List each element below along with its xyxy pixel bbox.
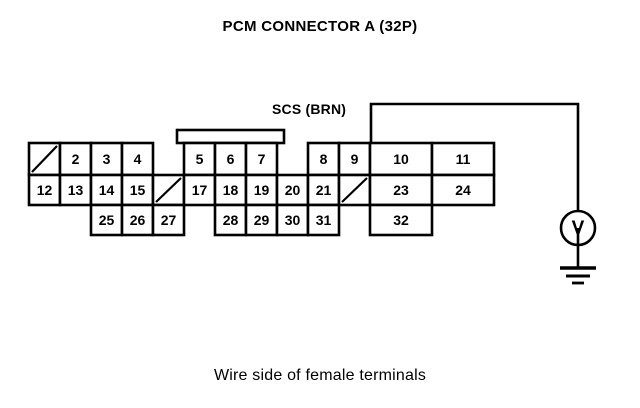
pin-cell-box	[244, 141, 279, 177]
pin-number: 23	[393, 182, 409, 198]
pin-number: 26	[130, 212, 146, 228]
pin-cell: 3	[89, 141, 124, 177]
pin-number: 10	[393, 151, 409, 167]
pin-number: 7	[258, 151, 266, 167]
pin-cell: 24	[430, 173, 496, 207]
pin-cell: 14	[89, 173, 124, 207]
pin-cell: 17	[182, 173, 217, 207]
pin-number: 31	[316, 212, 332, 228]
pin-cell: 2	[58, 141, 93, 177]
voltmeter-symbol: V	[559, 209, 597, 285]
pin-cell-box	[430, 173, 496, 207]
pin-cell-box	[368, 173, 434, 207]
pin-number: 27	[161, 212, 177, 228]
pin-number: 28	[223, 212, 239, 228]
pin-cell: 4	[120, 141, 155, 177]
pin-number: 14	[99, 182, 115, 198]
pin-cell-unused	[151, 173, 186, 207]
pin-cell: 5	[182, 141, 217, 177]
pin-cell: 31	[306, 203, 341, 237]
pin-number: 9	[351, 151, 359, 167]
pin-number: 29	[254, 212, 270, 228]
pin-cell-box	[275, 203, 310, 237]
pin-cell-box	[306, 203, 341, 237]
unused-pin-slash	[155, 177, 182, 203]
pin-number: 6	[227, 151, 235, 167]
pin-cell-box	[337, 141, 372, 177]
pin-cell: 28	[213, 203, 248, 237]
scs-bracket-bar	[175, 128, 286, 145]
pin-number: 18	[223, 182, 239, 198]
pin-cell: 7	[244, 141, 279, 177]
pin-number: 5	[196, 151, 204, 167]
pin-cell: 27	[151, 203, 186, 237]
pin-cell: 15	[120, 173, 155, 207]
scs-bracket	[175, 128, 286, 145]
pin-number: 19	[254, 182, 270, 198]
pin-cell: 9	[337, 141, 372, 177]
pin-number: 15	[130, 182, 146, 198]
voltmeter-wiring: V	[369, 102, 597, 285]
pin-number: 13	[68, 182, 84, 198]
pin-cell: 18	[213, 173, 248, 207]
pin-number: 20	[285, 182, 301, 198]
unused-pin-slash	[341, 177, 368, 203]
pin-cell: 32	[368, 203, 434, 237]
pin-number: 12	[37, 182, 53, 198]
pin-cell-unused	[337, 173, 372, 207]
pin-cell: 12	[27, 173, 62, 207]
pin-cell-box	[120, 203, 155, 237]
pin-cell: 8	[306, 141, 341, 177]
pin-cell: 13	[58, 173, 93, 207]
pin-number: 2	[72, 151, 80, 167]
pin-cell-box	[244, 203, 279, 237]
pin-number: 25	[99, 212, 115, 228]
pin-cell-box	[89, 203, 124, 237]
pin-number: 32	[393, 212, 409, 228]
pin-number: 11	[456, 151, 471, 167]
pin-cell-box	[368, 203, 434, 237]
pin-number: 21	[316, 182, 332, 198]
page-title: PCM CONNECTOR A (32P)	[222, 18, 418, 35]
pin-number: 24	[455, 182, 471, 198]
scs-label: SCS (BRN)	[272, 101, 347, 117]
pin-cell: 21	[306, 173, 341, 207]
pin-cell-box	[151, 203, 186, 237]
pin-cell: 10	[368, 141, 434, 177]
test-lead-wire	[369, 102, 580, 211]
pin-number: 17	[192, 182, 208, 198]
pin-number: 4	[134, 151, 142, 167]
pin-cell: 26	[120, 203, 155, 237]
pin-cell: 30	[275, 203, 310, 237]
pin-cell-unused	[27, 141, 62, 177]
pin-cell: 6	[213, 141, 248, 177]
pin-cell: 25	[89, 203, 124, 237]
pin-cell: 29	[244, 203, 279, 237]
pin-number: 8	[320, 151, 328, 167]
unused-pin-slash	[31, 145, 58, 173]
pin-cell: 11	[430, 141, 496, 177]
pin-cell: 20	[275, 173, 310, 207]
pin-number: 30	[285, 212, 301, 228]
pin-cell: 19	[244, 173, 279, 207]
diagram-caption: Wire side of female terminals	[213, 367, 427, 384]
pin-number: 3	[103, 151, 111, 167]
pin-cell: 23	[368, 173, 434, 207]
